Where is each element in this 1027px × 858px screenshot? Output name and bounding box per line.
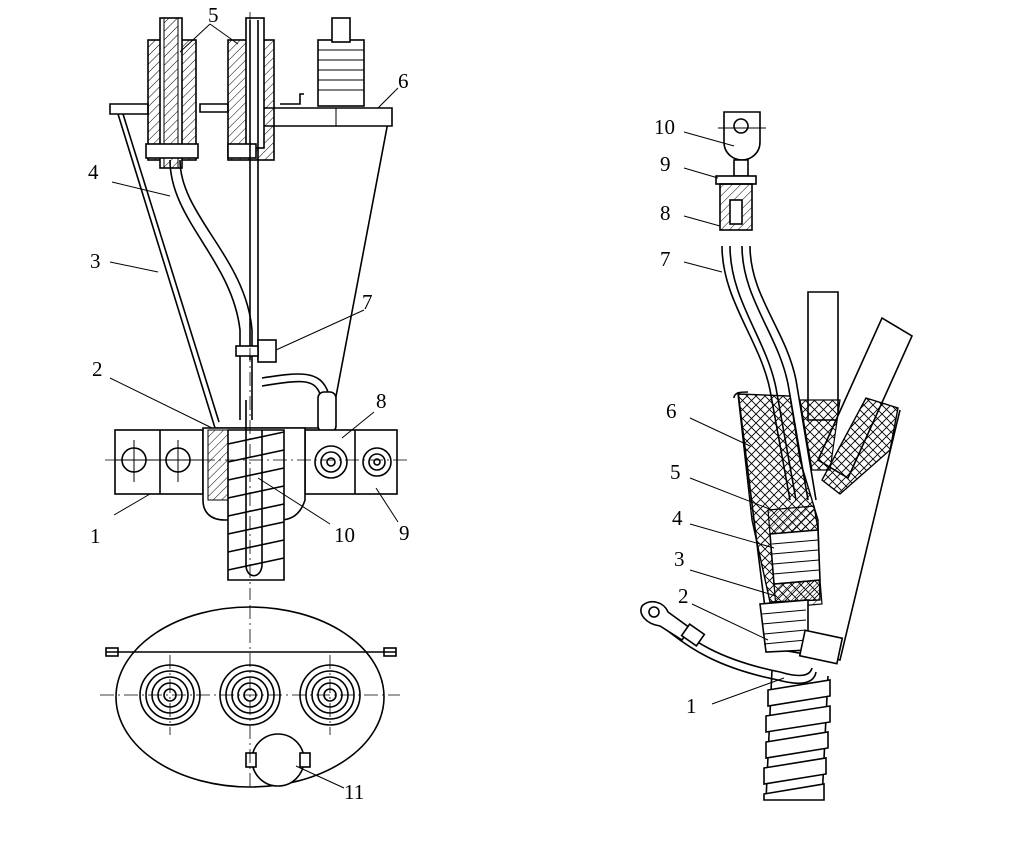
right-callout-10: 10 xyxy=(654,115,675,139)
right-earth-lead xyxy=(640,600,817,685)
left-callout-10: 10 xyxy=(334,523,355,547)
left-callout-8: 8 xyxy=(376,389,387,413)
right-core-7 xyxy=(721,245,791,501)
bushing-left xyxy=(145,17,199,169)
plan-callout-11: 11 xyxy=(344,780,364,804)
right-callout-5: 5 xyxy=(670,460,681,484)
right-callout-6: 6 xyxy=(666,399,677,423)
left-callout-7: 7 xyxy=(362,290,373,314)
right-band-5 xyxy=(767,505,819,535)
bolt-7 xyxy=(257,339,277,363)
left-callout-1: 1 xyxy=(90,524,101,548)
right-callout-4: 4 xyxy=(672,506,683,530)
right-band-3 xyxy=(773,579,823,609)
right-termination-section xyxy=(640,111,914,801)
right-armoured-cable xyxy=(763,669,831,801)
left-callout-3: 3 xyxy=(90,249,101,273)
left-clamp-block xyxy=(114,429,204,495)
left-leaders xyxy=(109,23,399,789)
right-callout-2: 2 xyxy=(678,584,689,608)
right-callout-1: 1 xyxy=(686,694,697,718)
right-band-4 xyxy=(769,529,821,585)
right-callout-3: 3 xyxy=(674,547,685,571)
left-funnel-body xyxy=(117,113,389,429)
plan-earth-boss-11 xyxy=(245,733,311,787)
right-callout-labels: 10 9 8 7 6 5 4 3 2 1 xyxy=(654,115,697,718)
left-callout-2: 2 xyxy=(92,357,103,381)
right-callout-7: 7 xyxy=(660,247,671,271)
right-leaders xyxy=(683,131,785,705)
left-cover-plate xyxy=(109,103,149,115)
right-clamp-block xyxy=(304,429,398,495)
right-ferrule xyxy=(715,175,757,185)
bushing-right xyxy=(317,17,365,107)
left-armoured-cable xyxy=(227,400,285,581)
left-callout-5: 5 xyxy=(208,3,219,27)
bottom-plan-view xyxy=(100,605,400,790)
left-callout-4: 4 xyxy=(88,160,99,184)
right-cable-lug xyxy=(718,111,766,177)
right-clamp-ring xyxy=(798,629,844,665)
right-band-2 xyxy=(759,599,809,653)
right-callout-9: 9 xyxy=(660,152,671,176)
left-termination-section xyxy=(105,12,410,600)
left-callout-9: 9 xyxy=(399,521,410,545)
bushing-middle xyxy=(227,17,275,161)
left-core-4 xyxy=(169,159,241,420)
left-callout-labels: 1 2 3 4 5 6 7 8 9 10 11 xyxy=(88,3,410,804)
left-callout-6: 6 xyxy=(398,69,409,93)
right-callout-8: 8 xyxy=(660,201,671,225)
